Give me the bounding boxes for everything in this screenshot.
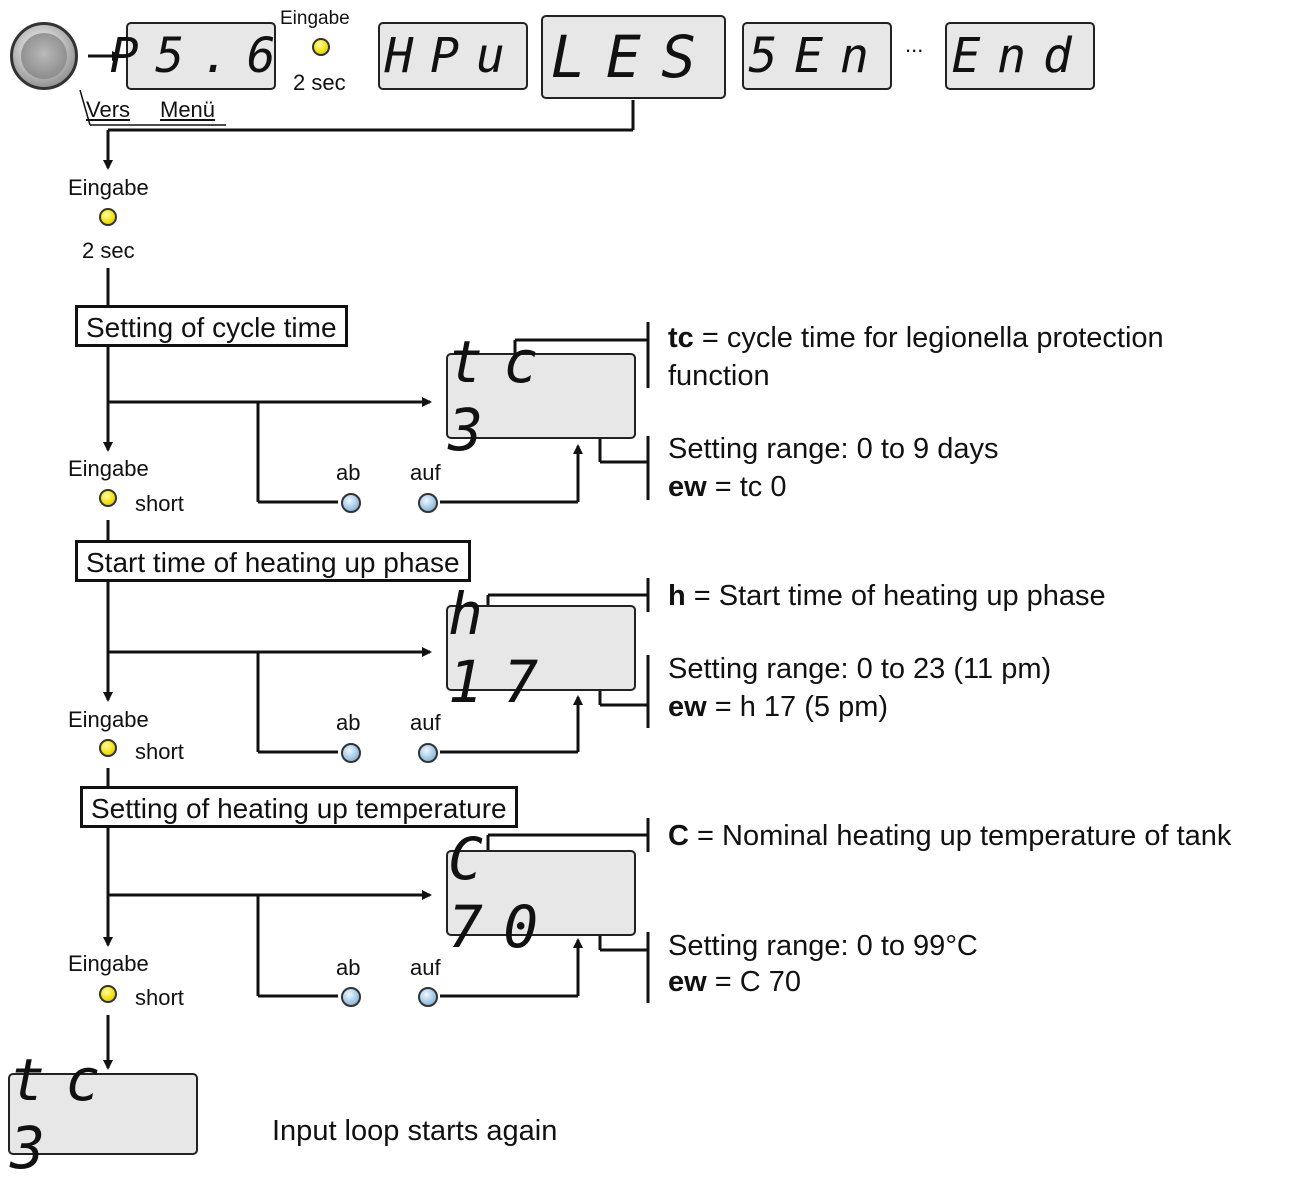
step2-eingabe-led[interactable] [99,739,117,757]
desc-tc: tc = cycle time for legionella protectio… [668,322,1164,354]
desc-c: C = Nominal heating up temperature of ta… [668,820,1232,852]
eingabe-led[interactable] [312,38,330,56]
ab-button[interactable] [341,987,361,1007]
step-title-temperature: Setting of heating up temperature [80,786,518,828]
display-h17: h 17 [446,580,636,716]
auf-button[interactable] [418,987,438,1007]
display-c70: C 70 [446,825,636,961]
desc-tc-line2: function [668,360,770,392]
step3-eingabe-label: Eingabe [68,951,149,976]
ew-c: ew = C 70 [668,966,801,998]
entry-eingabe-label: Eingabe [68,175,149,200]
display-sen: 5En [742,22,892,90]
display-hpu: HPu [378,22,528,90]
auf-button[interactable] [418,493,438,513]
entry-eingabe-led[interactable] [99,208,117,226]
auf-button[interactable] [418,743,438,763]
ab-label: ab [336,460,361,485]
display-les: LES [541,15,726,99]
step1-short-label: short [135,491,184,516]
auf-label: auf [410,955,441,980]
step1-eingabe-label: Eingabe [68,456,149,481]
display-end: End [945,22,1095,90]
ab-label: ab [336,955,361,980]
range-tc: Setting range: 0 to 9 days [668,433,999,465]
range-c: Setting range: 0 to 99°C [668,930,978,962]
auf-label: auf [410,710,441,735]
display-tc3-final: tc 3 [8,1046,198,1182]
eingabe-label: Eingabe [280,8,350,29]
step3-short-label: short [135,985,184,1010]
loop-caption: Input loop starts again [272,1115,558,1147]
ellipsis: ... [905,32,924,57]
ew-h: ew = h 17 (5 pm) [668,691,889,723]
step-title-start-time: Start time of heating up phase [75,540,471,582]
range-h: Setting range: 0 to 23 (11 pm) [668,653,1052,685]
knob-label-menu: Menü [160,97,216,122]
two-sec-label: 2 sec [293,70,346,95]
knob-label-vers: Vers [86,97,131,122]
step-title-cycle-time: Setting of cycle time [75,305,348,347]
ew-tc: ew = tc 0 [668,471,787,503]
auf-label: auf [410,460,441,485]
ab-label: ab [336,710,361,735]
display-p56: P5.6 [110,22,276,90]
step3-eingabe-led[interactable] [99,985,117,1003]
desc-h: h = Start time of heating up phase [668,580,1106,612]
entry-two-sec-label: 2 sec [82,238,135,263]
step2-eingabe-label: Eingabe [68,707,149,732]
step2-short-label: short [135,739,184,764]
rotary-knob[interactable] [10,22,78,90]
ab-button[interactable] [341,743,361,763]
step1-eingabe-led[interactable] [99,489,117,507]
ab-button[interactable] [341,493,361,513]
display-tc3: tc 3 [446,328,636,464]
